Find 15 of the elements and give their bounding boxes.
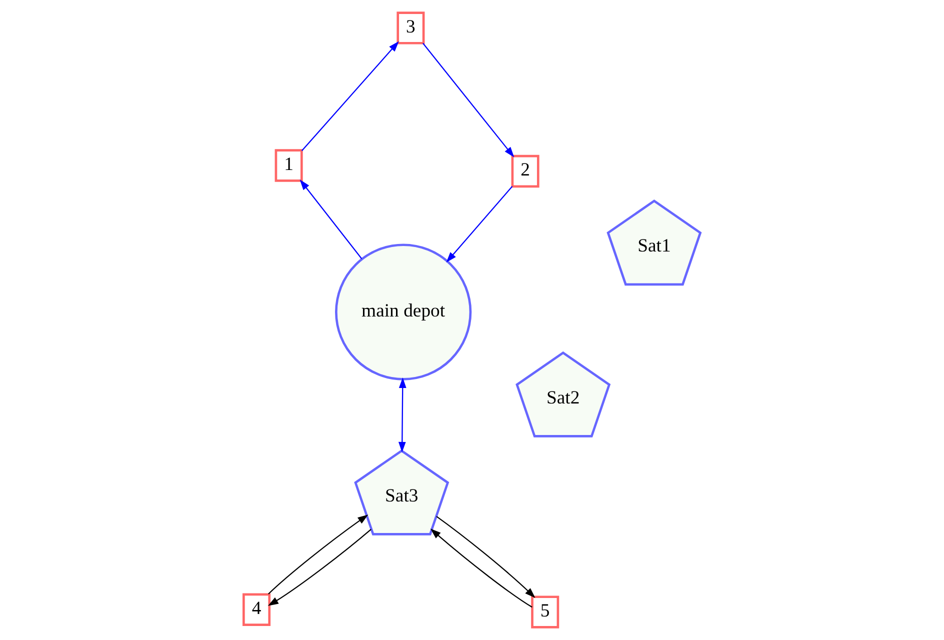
- arrow: [301, 41, 399, 152]
- arrow: [436, 516, 536, 598]
- node-box: 4: [242, 593, 271, 626]
- node-box: 1: [274, 149, 303, 182]
- node-box: 5: [531, 596, 560, 628]
- arrow: [446, 186, 513, 263]
- arrow: [268, 528, 372, 606]
- node-box: 2: [511, 154, 540, 188]
- arrow: [268, 514, 368, 594]
- node-box: 3: [396, 12, 425, 44]
- arrow: [422, 42, 514, 158]
- node-circle: main depot: [335, 244, 472, 380]
- arrow: [398, 377, 406, 452]
- arrow: [300, 180, 362, 260]
- arrow: [430, 528, 532, 608]
